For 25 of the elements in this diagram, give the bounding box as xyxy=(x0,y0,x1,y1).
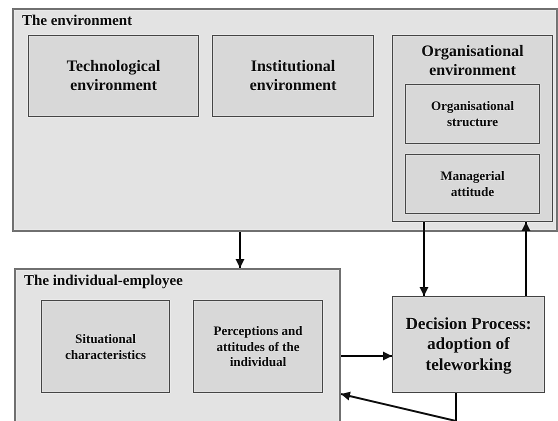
box-label: Decision Process: adoption of teleworking xyxy=(404,314,532,376)
process-box xyxy=(212,35,374,117)
box-label: Perceptions and attitudes of the individual xyxy=(212,323,304,370)
arrow xyxy=(522,222,530,296)
process-box xyxy=(193,300,323,393)
arrow xyxy=(340,392,457,421)
box-label: Organisational structure xyxy=(430,98,516,130)
process-box xyxy=(392,296,545,393)
box-label: Situational characteristics xyxy=(64,330,147,362)
arrow xyxy=(420,222,428,296)
group-box xyxy=(392,35,553,222)
group-box xyxy=(14,268,341,421)
process-box xyxy=(28,35,199,117)
box-label: Institutional environment xyxy=(248,56,338,96)
group-title: Organisational environment xyxy=(420,42,525,82)
box-label: Managerial attitude xyxy=(439,168,506,200)
arrow xyxy=(341,352,392,360)
box-label: Technological environment xyxy=(66,56,162,96)
group-title: The environment xyxy=(21,12,134,31)
group-box xyxy=(12,8,558,232)
process-box xyxy=(41,300,170,393)
process-box xyxy=(405,84,540,144)
arrow xyxy=(236,232,244,268)
process-box xyxy=(405,154,540,214)
group-title: The individual-employee xyxy=(23,272,184,291)
